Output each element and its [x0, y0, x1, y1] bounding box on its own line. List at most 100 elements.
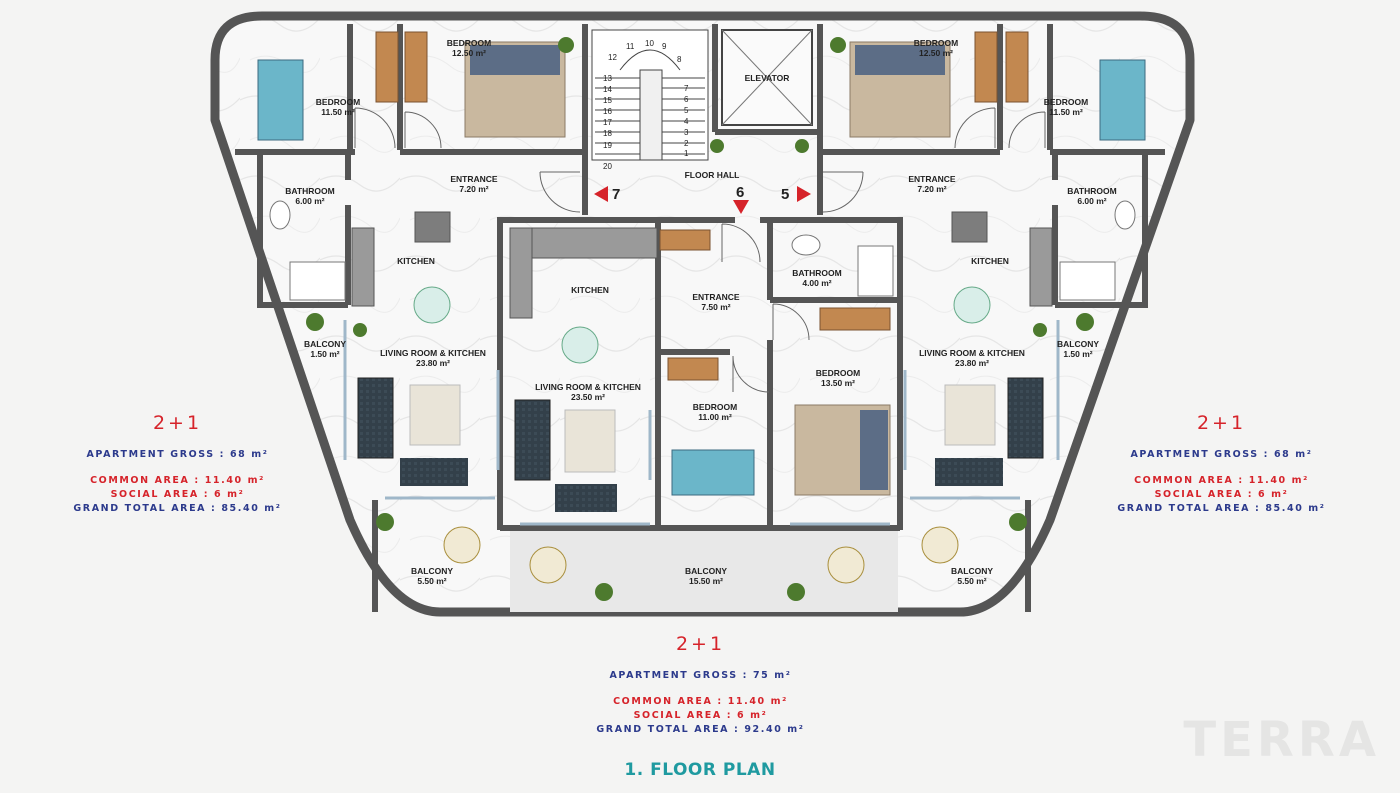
left-bathroom-name: BATHROOM	[285, 186, 334, 196]
stair-step-number: 4	[684, 117, 689, 126]
right-entrance-name: ENTRANCE	[908, 174, 956, 184]
stair-step-number: 14	[603, 85, 612, 94]
center-entrance-area: 7.50 m²	[701, 302, 730, 312]
left-bedroom-b-name: BEDROOM	[447, 38, 491, 48]
staircase	[591, 29, 709, 161]
info-center-common: COMMON AREA : 11.40 m²	[613, 696, 788, 707]
right-bedroom-b-name: BEDROOM	[1044, 97, 1088, 107]
info-right-common: COMMON AREA : 11.40 m²	[1134, 475, 1309, 486]
right-side-balcony-name: BALCONY	[1057, 339, 1099, 349]
stair-step-number: 5	[684, 106, 689, 115]
furniture-beds	[257, 41, 1146, 496]
door-number-5: 5	[781, 186, 789, 203]
stair-step-number: 2	[684, 139, 689, 148]
stair-step-number: 7	[684, 84, 689, 93]
left-side-balcony-name: BALCONY	[304, 339, 346, 349]
left-bathroom-area: 6.00 m²	[295, 196, 324, 206]
left-balcony-area: 5.50 m²	[417, 576, 446, 586]
center-bathroom-name: BATHROOM	[792, 268, 841, 278]
center-bedroom-b-area: 13.50 m²	[821, 378, 855, 388]
center-living-area: 23.50 m²	[571, 392, 605, 402]
floor-hall-label: FLOOR HALL	[685, 170, 740, 180]
windows	[343, 320, 1060, 526]
info-right-gross: APARTMENT GROSS : 68 m²	[1130, 449, 1313, 460]
watermark: TERRA	[1183, 712, 1380, 768]
stair-step-number: 1	[684, 149, 689, 158]
stair-step-number: 9	[662, 42, 667, 51]
info-left-type: 2+1	[152, 412, 203, 434]
info-center-gross: APARTMENT GROSS : 75 m²	[609, 670, 792, 681]
door-number-6: 6	[736, 184, 744, 201]
info-center-social: SOCIAL AREA : 6 m²	[633, 710, 768, 721]
plants	[306, 37, 1094, 601]
stair-step-number: 15	[603, 96, 612, 105]
floor-plan-title: 1. FLOOR PLAN	[624, 760, 776, 780]
furniture-dining-tables	[413, 286, 991, 364]
stair-step-number: 10	[645, 39, 654, 48]
right-kitchen-label: KITCHEN	[971, 256, 1009, 266]
left-living-area: 23.80 m²	[416, 358, 450, 368]
center-kitchen-label: KITCHEN	[571, 285, 609, 295]
apartment-door-markers	[594, 186, 811, 214]
left-bedroom-a-name: BEDROOM	[316, 97, 360, 107]
center-balcony-area: 15.50 m²	[689, 576, 723, 586]
door-swings	[354, 107, 1046, 393]
info-left-total: GRAND TOTAL AREA : 85.40 m²	[73, 503, 282, 514]
left-balcony-name: BALCONY	[411, 566, 453, 576]
left-kitchen-label: KITCHEN	[397, 256, 435, 266]
interior-walls	[235, 24, 1165, 612]
left-entrance-name: ENTRANCE	[450, 174, 498, 184]
right-side-balcony-area: 1.50 m²	[1063, 349, 1092, 359]
center-bedroom-a-area: 11.00 m²	[698, 412, 732, 422]
stair-step-number: 12	[608, 53, 617, 62]
right-entrance-area: 7.20 m²	[917, 184, 946, 194]
center-bedroom-b-name: BEDROOM	[816, 368, 860, 378]
center-living-name: LIVING ROOM & KITCHEN	[535, 382, 641, 392]
left-bedroom-b-area: 12.50 m²	[452, 48, 486, 58]
right-living-area: 23.80 m²	[955, 358, 989, 368]
furniture-kitchens	[351, 211, 1053, 319]
furniture-living	[357, 377, 1044, 512]
info-left-common: COMMON AREA : 11.40 m²	[90, 475, 265, 486]
right-bedroom-a-name: BEDROOM	[914, 38, 958, 48]
elevator-shaft	[721, 29, 813, 126]
info-right: 2+1 APARTMENT GROSS : 68 m² COMMON AREA …	[1104, 412, 1339, 516]
info-left: 2+1 APARTMENT GROSS : 68 m² COMMON AREA …	[60, 412, 295, 516]
stair-step-number: 16	[603, 107, 612, 116]
info-left-gross: APARTMENT GROSS : 68 m²	[86, 449, 269, 460]
right-bedroom-a-area: 12.50 m²	[919, 48, 953, 58]
info-left-social: SOCIAL AREA : 6 m²	[110, 489, 245, 500]
right-bathroom-name: BATHROOM	[1067, 186, 1116, 196]
center-balcony-name: BALCONY	[685, 566, 727, 576]
left-bedroom-a-area: 11.50 m²	[321, 107, 355, 117]
stair-step-number: 19	[603, 141, 612, 150]
info-center: 2+1 APARTMENT GROSS : 75 m² COMMON AREA …	[583, 633, 818, 737]
right-bathroom-area: 6.00 m²	[1077, 196, 1106, 206]
center-bedroom-a-name: BEDROOM	[693, 402, 737, 412]
stair-step-number: 18	[603, 129, 612, 138]
left-entrance-area: 7.20 m²	[459, 184, 488, 194]
elevator-label: ELEVATOR	[745, 73, 790, 83]
info-right-type: 2+1	[1196, 412, 1247, 434]
right-balcony-name: BALCONY	[951, 566, 993, 576]
stair-step-number: 17	[603, 118, 612, 127]
info-center-total: GRAND TOTAL AREA : 92.40 m²	[596, 724, 805, 735]
left-side-balcony-area: 1.50 m²	[310, 349, 339, 359]
center-bathroom-area: 4.00 m²	[802, 278, 831, 288]
door-number-7: 7	[612, 186, 620, 203]
door-numbers: 7 6 5	[612, 184, 789, 203]
info-center-type: 2+1	[675, 633, 726, 655]
right-bedroom-b-area: 11.50 m²	[1049, 107, 1083, 117]
left-living-name: LIVING ROOM & KITCHEN	[380, 348, 486, 358]
stair-step-number: 11	[626, 42, 635, 51]
stair-step-number: 6	[684, 95, 689, 104]
stair-step-number: 13	[603, 74, 612, 83]
furniture-balcony-tables	[443, 526, 959, 584]
furniture-wardrobes	[375, 31, 1029, 381]
right-living-name: LIVING ROOM & KITCHEN	[919, 348, 1025, 358]
center-entrance-name: ENTRANCE	[692, 292, 740, 302]
stair-step-number: 8	[677, 55, 682, 64]
